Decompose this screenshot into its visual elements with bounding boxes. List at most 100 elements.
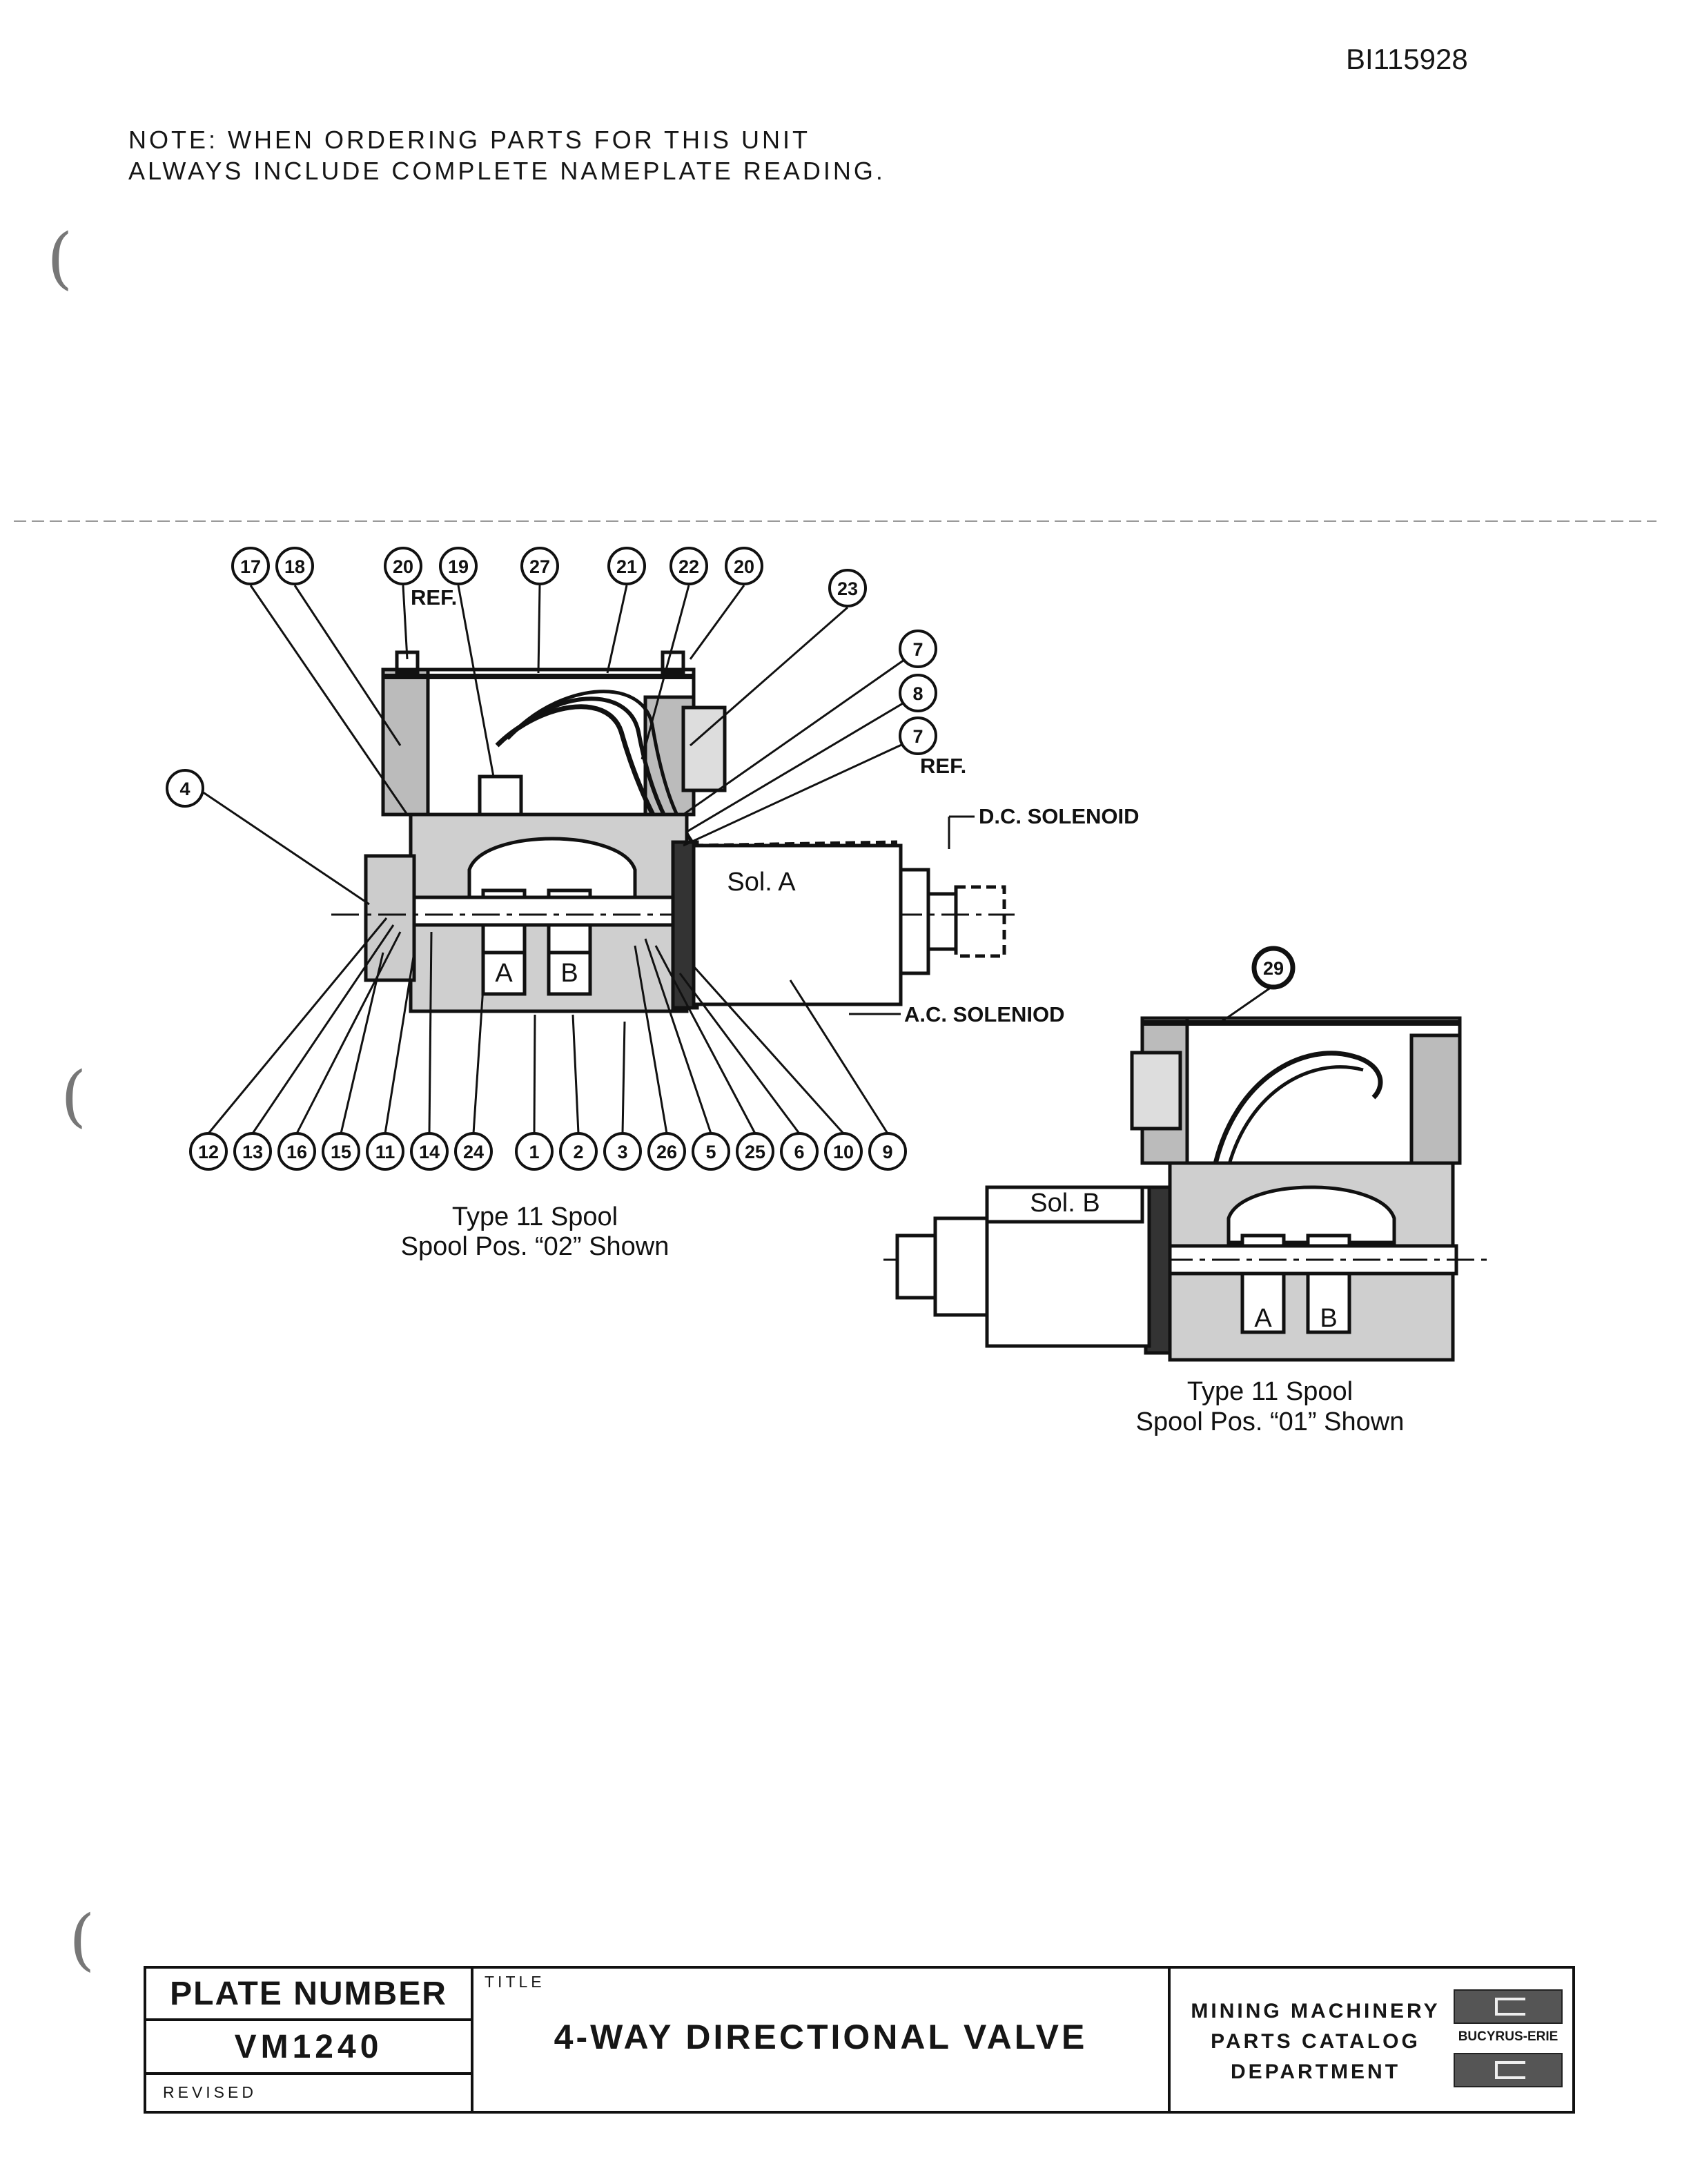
- view2-caption-line1: Type 11 Spool: [1187, 1377, 1353, 1406]
- svg-text:19: 19: [448, 556, 469, 577]
- callout-balloon: 17: [231, 547, 270, 585]
- sol-a-label: Sol. A: [727, 868, 796, 897]
- callout-balloon: 23: [828, 569, 867, 607]
- callout-balloon: 21: [607, 547, 646, 585]
- svg-text:26: 26: [656, 1142, 677, 1162]
- logo-emblem-bottom: [1454, 2053, 1563, 2087]
- conduit-plug: [1130, 1051, 1182, 1131]
- plate-number-label: PLATE NUMBER: [146, 1969, 471, 2021]
- svg-text:14: 14: [419, 1142, 440, 1162]
- callout-balloon: 10: [824, 1132, 863, 1171]
- solenoid-nut: [926, 892, 958, 951]
- punch-hole-mark: (: [47, 220, 73, 297]
- ordering-note: NOTE: WHEN ORDERING PARTS FOR THIS UNIT …: [128, 124, 886, 186]
- drawing-title: 4-WAY DIRECTIONAL VALVE: [554, 2018, 1088, 2056]
- svg-text:8: 8: [912, 683, 923, 704]
- callout-balloon: 9: [868, 1132, 907, 1171]
- department-text: MINING MACHINERY PARTS CATALOG DEPARTMEN…: [1177, 1996, 1454, 2087]
- svg-text:7: 7: [912, 726, 923, 747]
- callout-balloon: 20: [725, 547, 763, 585]
- view2-caption-line2: Spool Pos. “01” Shown: [1136, 1407, 1405, 1436]
- svg-text:29: 29: [1263, 958, 1284, 979]
- callout-balloon: 20: [384, 547, 422, 585]
- logo-text: BUCYRUS-ERIE: [1458, 2029, 1558, 2044]
- plate-column: PLATE NUMBER VM1240 REVISED: [146, 1969, 473, 2111]
- plate-number: VM1240: [146, 2021, 471, 2075]
- junction-box-wall-right: [1409, 1033, 1462, 1165]
- department-line-1: MINING MACHINERY: [1191, 2000, 1440, 2022]
- port-a-label: A: [495, 959, 513, 988]
- end-cap: [364, 854, 416, 982]
- spool: [412, 895, 692, 927]
- title-label: TITLE: [485, 1973, 545, 1991]
- port-b-box: [547, 950, 592, 996]
- svg-text:20: 20: [734, 556, 754, 577]
- junction-box-wall-left: [381, 667, 430, 817]
- svg-text:3: 3: [617, 1142, 627, 1162]
- sol-b-label: Sol. B: [1030, 1189, 1099, 1218]
- callout-balloon: 15: [322, 1132, 360, 1171]
- ref-label: REF.: [920, 754, 966, 778]
- svg-text:4: 4: [179, 779, 190, 799]
- valve-cavity: [467, 837, 637, 899]
- svg-text:20: 20: [393, 556, 413, 577]
- svg-text:1: 1: [529, 1142, 539, 1162]
- svg-text:27: 27: [529, 556, 550, 577]
- dc-solenoid-outline: [954, 885, 1006, 958]
- callout-balloon: 24: [454, 1132, 493, 1171]
- callout-group-right: 7 8 7: [899, 630, 937, 755]
- valve-cavity: [1226, 1185, 1396, 1245]
- svg-text:2: 2: [573, 1142, 583, 1162]
- callout-balloon: 18: [275, 547, 314, 585]
- callout-group-detail: 29: [1251, 946, 1296, 990]
- svg-text:10: 10: [833, 1142, 854, 1162]
- svg-text:21: 21: [616, 556, 637, 577]
- cover-screw: [661, 650, 685, 675]
- solenoid-nut: [895, 1234, 937, 1300]
- callout-group-bottom: 12 13 16 15 11 14 24 1 2 3 26 5 25 6 10 …: [189, 1132, 907, 1171]
- view1-caption-line2: Spool Pos. “02” Shown: [401, 1232, 669, 1261]
- callout-group-top: 17 18 20 19 27 21 22 20 23: [231, 547, 867, 607]
- callout-balloon: 16: [277, 1132, 316, 1171]
- callout-balloon: 13: [233, 1132, 272, 1171]
- callout-balloon: 7: [899, 630, 937, 668]
- callout-balloon: 6: [780, 1132, 819, 1171]
- revised-label: REVISED: [163, 2083, 257, 2101]
- callout-balloon: 3: [603, 1132, 642, 1171]
- port-a-box: [481, 950, 527, 996]
- ac-solenoid-label: A.C. SOLENIOD: [904, 1002, 1065, 1026]
- bucyrus-erie-logo: BUCYRUS-ERIE: [1448, 1989, 1568, 2092]
- callout-balloon: 1: [515, 1132, 554, 1171]
- sol-b-label-box: [985, 1185, 1144, 1224]
- solenoid-cap: [899, 868, 930, 975]
- valve-diagram: 17 18 20 19 27 21 22 20 23 7 8 7 4 12 13…: [14, 520, 1656, 1436]
- dc-solenoid-outline: [693, 840, 898, 848]
- callout-balloon: 26: [647, 1132, 686, 1171]
- svg-text:12: 12: [198, 1142, 219, 1162]
- svg-text:9: 9: [882, 1142, 892, 1162]
- port-b-label: B: [560, 959, 578, 988]
- svg-text:24: 24: [463, 1142, 484, 1162]
- svg-text:22: 22: [678, 556, 699, 577]
- solenoid-a: [692, 844, 903, 1006]
- note-line-1: NOTE: WHEN ORDERING PARTS FOR THIS UNIT: [128, 126, 811, 154]
- solenoid-cap: [933, 1216, 989, 1317]
- leader-lines: [199, 585, 1274, 1135]
- document-id: BI115928: [1346, 43, 1468, 75]
- callout-balloon: 11: [366, 1132, 404, 1171]
- logo-emblem-top: [1454, 1989, 1563, 2024]
- callout-group-left: 4: [166, 769, 204, 808]
- svg-text:6: 6: [794, 1142, 804, 1162]
- title-block: PLATE NUMBER VM1240 REVISED TITLE 4-WAY …: [144, 1966, 1575, 2114]
- department-line-2: PARTS CATALOG: [1211, 2030, 1420, 2053]
- wiring: [1212, 1051, 1383, 1167]
- callout-balloon: 29: [1251, 946, 1296, 990]
- svg-text:11: 11: [375, 1142, 395, 1162]
- callout-balloon: 2: [559, 1132, 598, 1171]
- view1-caption-line1: Type 11 Spool: [452, 1202, 618, 1231]
- callout-balloon: 12: [189, 1132, 228, 1171]
- svg-text:5: 5: [705, 1142, 716, 1162]
- callout-balloon: 5: [692, 1132, 730, 1171]
- svg-text:13: 13: [242, 1142, 263, 1162]
- callout-balloon: 7: [899, 716, 937, 755]
